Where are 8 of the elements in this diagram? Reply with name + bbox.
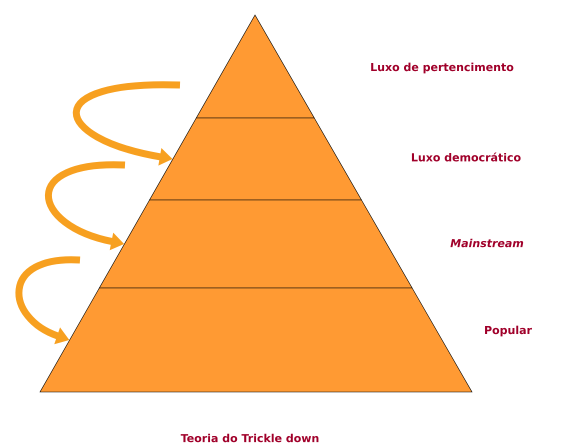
- level-label: Luxo de pertencimento: [371, 62, 514, 74]
- pyramid-band: [98, 200, 413, 288]
- pyramid-band: [148, 118, 362, 200]
- pyramid-band: [39, 288, 473, 392]
- level-label: Luxo democrático: [412, 152, 521, 162]
- level-label: Popular: [485, 326, 532, 336]
- caption: Teoria do Trickle down: [180, 434, 318, 442]
- level-label: Mainstream: [450, 238, 524, 248]
